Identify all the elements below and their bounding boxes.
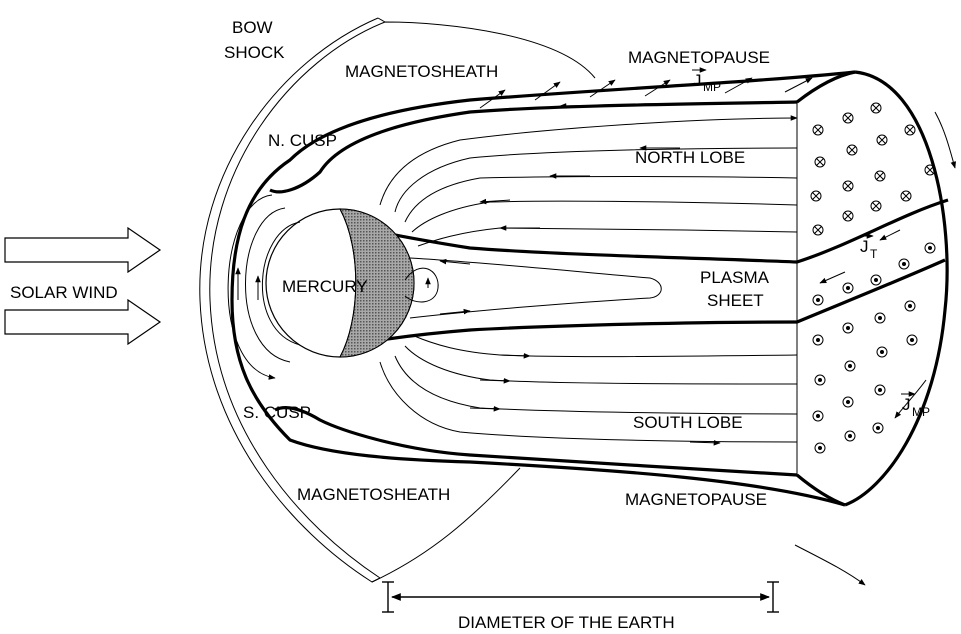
svg-text:J: J [902, 395, 911, 414]
label-n-cusp: N. CUSP [268, 131, 337, 150]
label-bow-shock-2: SHOCK [224, 43, 285, 62]
label-s-cusp: S. CUSP [243, 403, 311, 422]
svg-text:T: T [870, 247, 878, 261]
tail-end-cap [845, 72, 947, 505]
label-mercury: MERCURY [282, 277, 368, 296]
label-diameter: DIAMETER OF THE EARTH [458, 613, 675, 632]
svg-text:MP: MP [703, 80, 721, 94]
label-magnetopause-bottom: MAGNETOPAUSE [625, 490, 767, 509]
label-plasma-sheet-2: SHEET [707, 291, 764, 310]
label-bow-shock-1: BOW [232, 18, 273, 37]
label-magnetopause-top: MAGNETOPAUSE [628, 48, 770, 67]
svg-text:J: J [860, 237, 869, 256]
label-magnetosheath-top: MAGNETOSHEATH [345, 62, 498, 81]
label-current-mp-top: J MP [692, 70, 721, 94]
svg-text:MP: MP [912, 405, 930, 419]
solar-wind-arrow-bottom [5, 300, 160, 344]
label-plasma-sheet-1: PLASMA [700, 268, 770, 287]
svg-text:J: J [693, 71, 702, 90]
label-current-t: J T [859, 236, 878, 261]
label-solar-wind: SOLAR WIND [10, 283, 118, 302]
diameter-scale-bar [382, 582, 779, 612]
solar-wind-arrow-top [5, 228, 160, 272]
label-south-lobe: SOUTH LOBE [633, 413, 743, 432]
label-north-lobe: NORTH LOBE [635, 148, 745, 167]
label-magnetosheath-bottom: MAGNETOSHEATH [297, 485, 450, 504]
